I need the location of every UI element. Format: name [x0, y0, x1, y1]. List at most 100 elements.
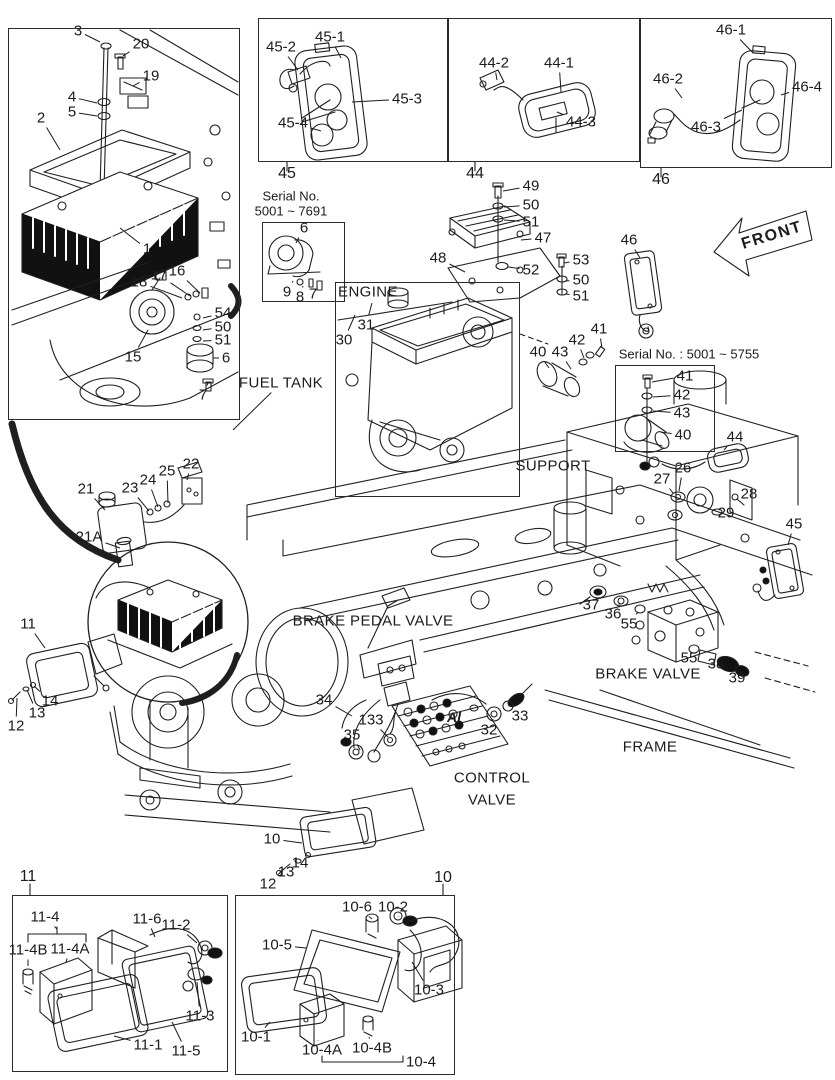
box-inset-44	[448, 18, 640, 162]
callout-46-1: 46-1	[715, 21, 747, 39]
callout-46-2: 46-2	[652, 70, 684, 88]
callout-133: 133	[358, 711, 384, 729]
callout-17: 17	[150, 266, 168, 284]
callout-11-2: 11-2	[161, 916, 191, 934]
callout-39: 39	[728, 669, 746, 687]
callout-11-4b: 11-4B	[8, 941, 48, 959]
frame-lines	[544, 651, 816, 769]
callout-al: Al	[447, 709, 461, 725]
callout-36: 36	[604, 605, 622, 623]
callout-6: 6	[299, 219, 309, 237]
callout-42: 42	[568, 331, 586, 349]
callout-12: 12	[259, 875, 277, 893]
control-valve-drawing	[391, 685, 509, 767]
callout-23: 23	[121, 479, 139, 497]
callout-38: 38	[707, 655, 725, 673]
callout-48: 48	[429, 249, 447, 267]
coil-cluster-drawing	[536, 346, 606, 398]
callout-40: 40	[529, 343, 547, 361]
callout-31: 31	[357, 316, 375, 334]
callout-10-4a: 10-4A	[301, 1041, 343, 1059]
callout-4: 4	[67, 88, 77, 106]
callout-50: 50	[214, 318, 232, 336]
callout-25: 25	[158, 462, 176, 480]
callout-support: SUPPORT	[515, 457, 591, 475]
callout-22: 22	[182, 455, 200, 473]
relay-bracket-drawing	[337, 182, 568, 321]
brake-valve-drawing	[579, 583, 750, 677]
callout-5001-7691: 5001 ~ 7691	[254, 203, 328, 219]
callout-10-4b: 10-4B	[351, 1039, 393, 1057]
box-inset-10	[235, 895, 455, 1075]
box-inset-main-detail	[8, 28, 240, 420]
callout-53: 53	[572, 251, 590, 269]
callout-47: 47	[534, 229, 552, 247]
callout-11-1: 11-1	[133, 1036, 163, 1054]
callout-11-6: 11-6	[132, 910, 162, 928]
callout-44: 44	[466, 165, 484, 182]
callout-control: CONTROL	[453, 769, 531, 787]
callout-55: 55	[680, 649, 698, 667]
callout-brake-valve: BRAKE VALVE	[595, 665, 701, 683]
callout-49: 49	[522, 177, 540, 195]
callout-21: 21	[77, 480, 95, 498]
callout-43: 43	[551, 343, 569, 361]
box-serial-7691	[262, 222, 345, 302]
engine-drawing	[345, 287, 549, 473]
callout-33: 33	[511, 707, 529, 725]
front-arrow	[713, 210, 813, 277]
callout-30: 30	[335, 331, 353, 349]
wiper-motor-drawing	[267, 235, 323, 291]
callout-11-4: 11-4	[30, 908, 60, 926]
callout-50: 50	[522, 196, 540, 214]
callout-brake-pedal-valve: BRAKE PEDAL VALVE	[292, 612, 454, 630]
callout-10-4: 10-4	[405, 1053, 437, 1071]
box-engine	[335, 282, 520, 497]
callout-37: 37	[582, 596, 600, 614]
callout-32: 32	[480, 721, 498, 739]
headlamp-11-mounted	[7, 633, 123, 708]
callout-frame: FRAME	[622, 738, 678, 756]
callout-44-1: 44-1	[543, 54, 575, 72]
callout-28: 28	[740, 485, 758, 503]
box-inset-46	[640, 18, 832, 168]
callout-46: 46	[620, 231, 638, 249]
callout-45-3: 45-3	[391, 90, 423, 108]
callout-35: 35	[343, 726, 361, 744]
callout-44-3: 44-3	[565, 113, 597, 131]
callout-21a: 21A	[75, 528, 103, 546]
callout-40: 40	[674, 426, 692, 444]
callout-engine: ENGINE	[338, 283, 398, 301]
callout-10-1: 10-1	[240, 1028, 272, 1046]
callout-46-4: 46-4	[791, 78, 823, 96]
callout-19: 19	[142, 67, 160, 85]
callout-10: 10	[263, 830, 281, 848]
box-serial-5755	[615, 365, 715, 452]
callout-7: 7	[198, 386, 208, 404]
callout-16: 16	[168, 262, 186, 280]
lamp-44-drawing	[479, 69, 596, 138]
lamp-10-mounted	[275, 787, 425, 877]
callout-45-2: 45-2	[265, 38, 297, 56]
callout-10: 10	[434, 869, 452, 886]
callout-fuel-tank: FUEL TANK	[238, 374, 324, 392]
callout-50: 50	[572, 271, 590, 289]
callout-10-6: 10-6	[341, 898, 373, 916]
callout-18: 18	[130, 273, 148, 291]
detail-swoosh	[8, 420, 122, 564]
callout-45-1: 45-1	[314, 28, 346, 46]
callout-12: 12	[7, 717, 25, 735]
callout-46: 46	[652, 171, 670, 188]
callout-11: 11	[19, 868, 37, 885]
callout-27: 27	[653, 470, 671, 488]
callout-20: 20	[132, 35, 150, 53]
callout-14: 14	[291, 854, 309, 872]
callout-10-2: 10-2	[377, 898, 409, 916]
lamp-10-exploded	[240, 907, 463, 1063]
callout-52: 52	[522, 261, 540, 279]
callout-45-4: 45-4	[277, 114, 309, 132]
lamp-46-drawing	[647, 45, 797, 162]
